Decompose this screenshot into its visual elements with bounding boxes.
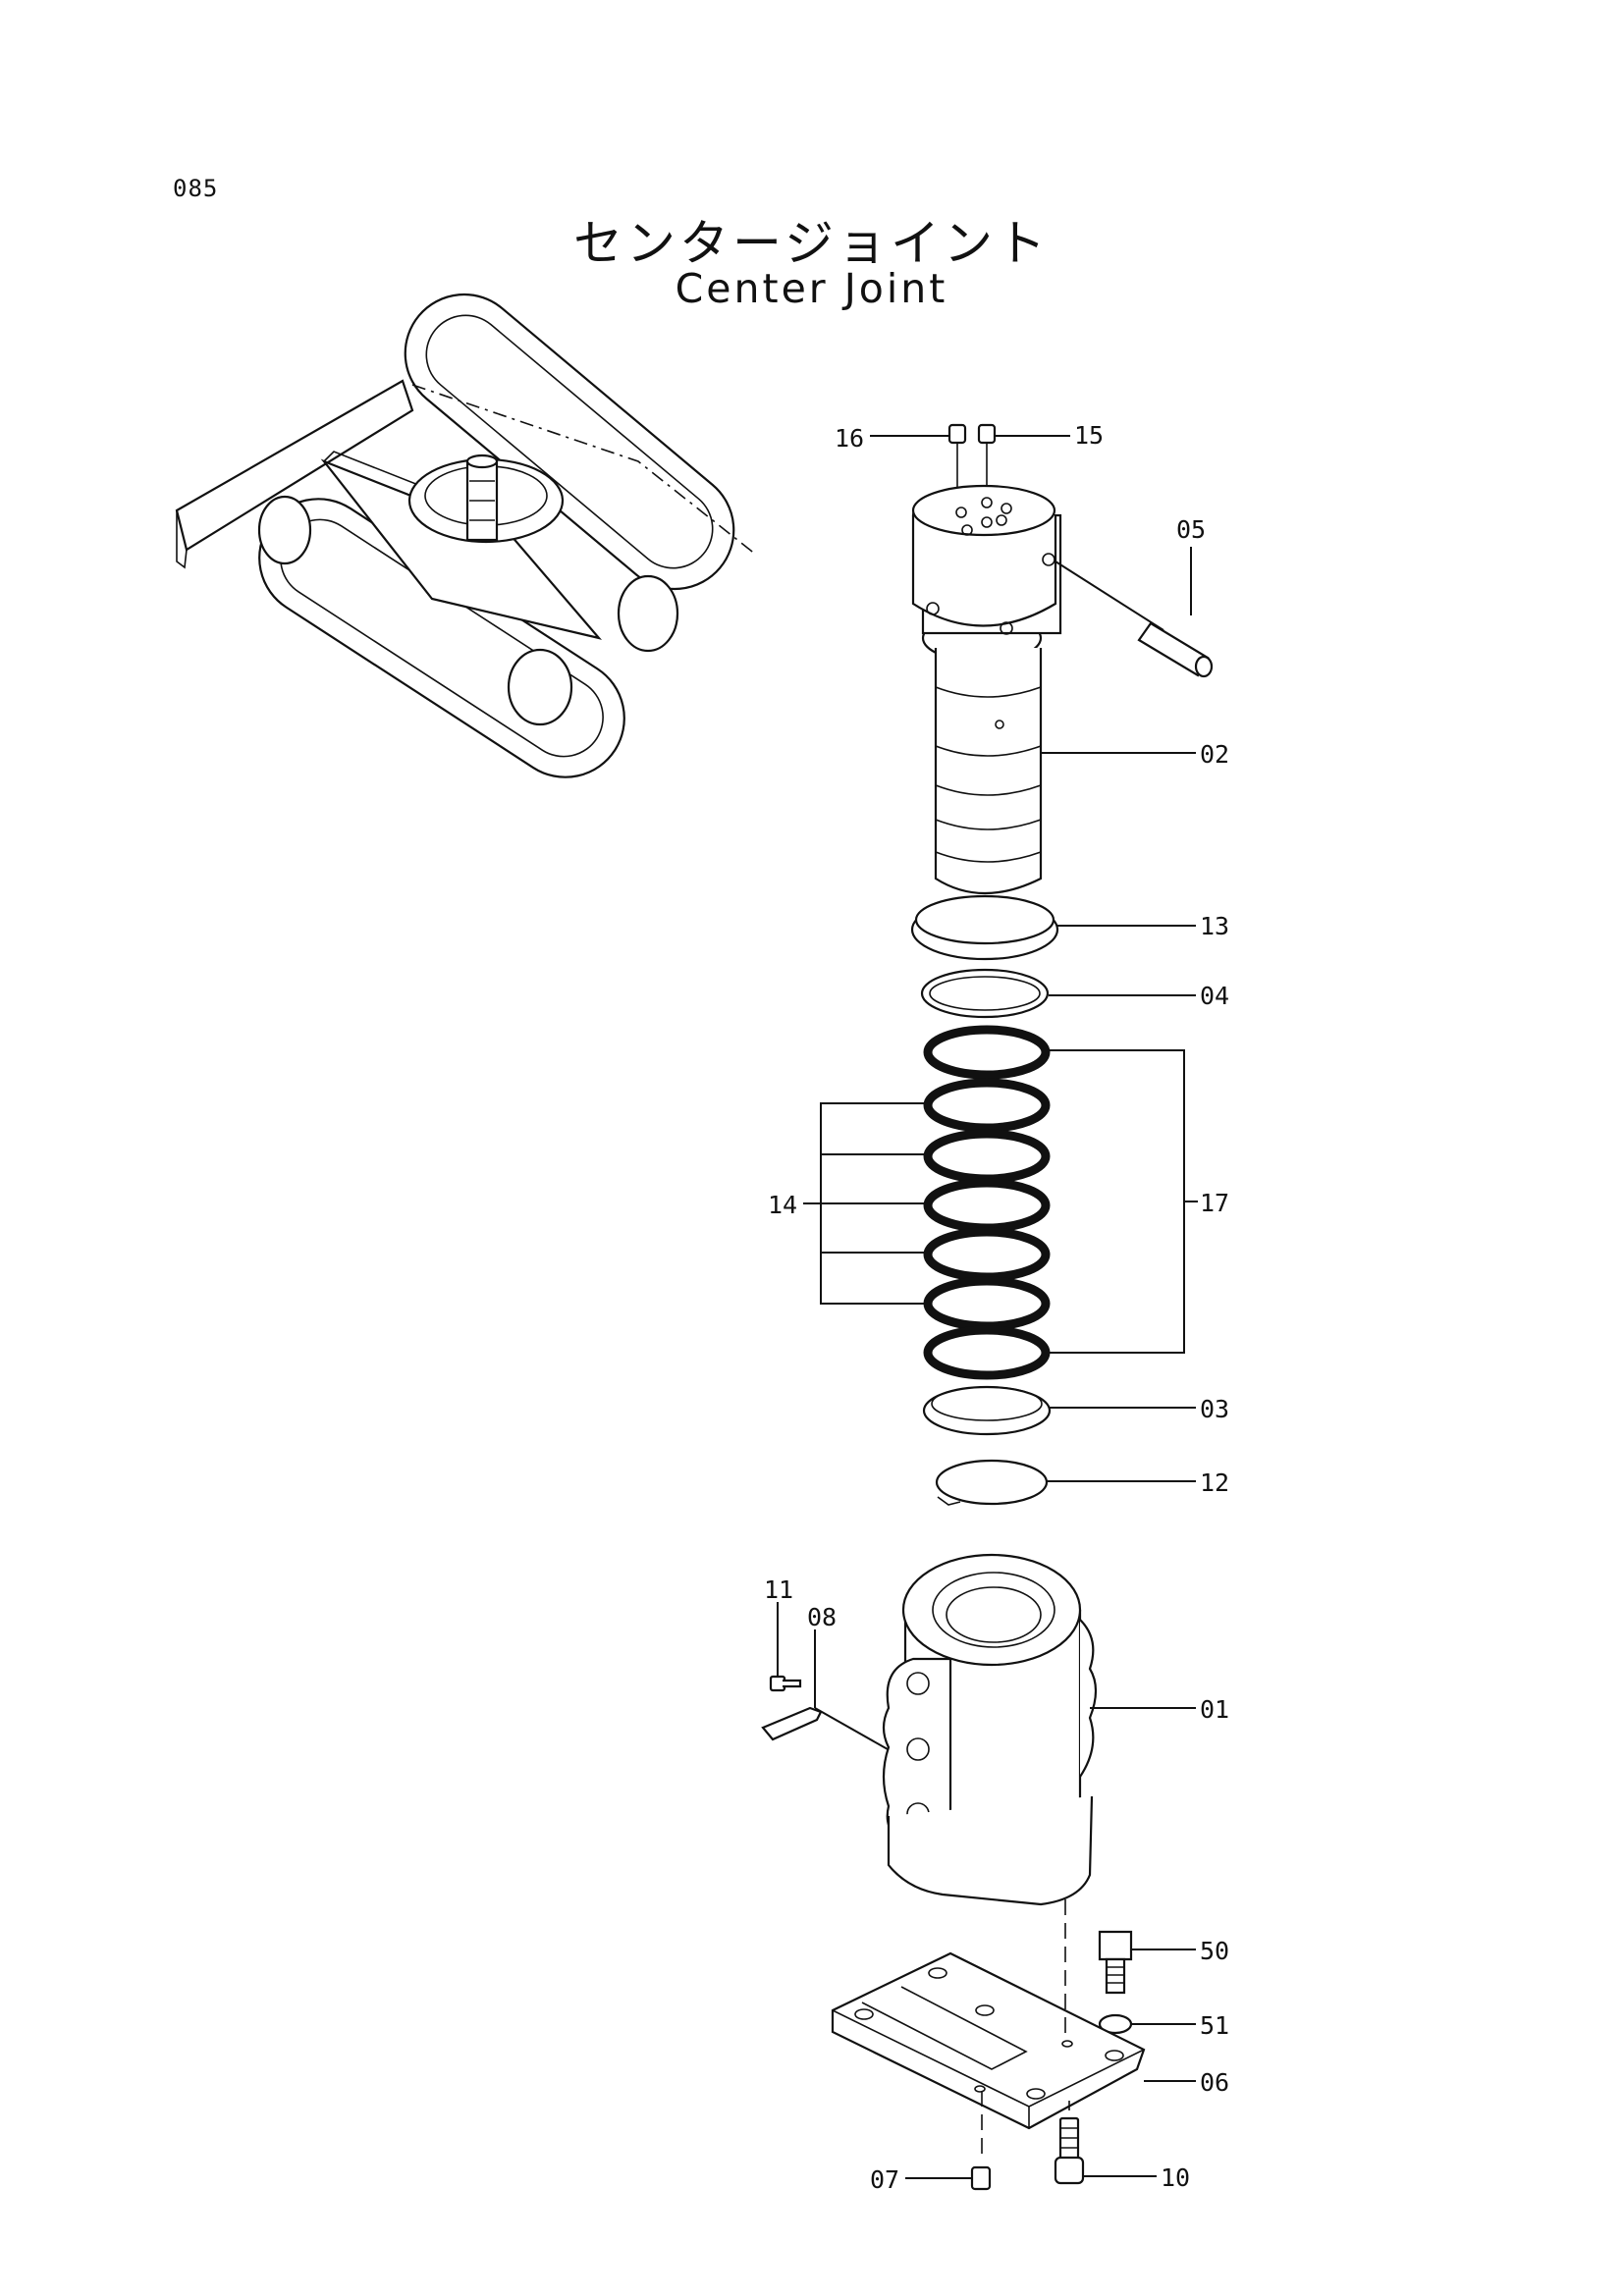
callout-14: 14	[768, 1191, 797, 1219]
callout-15: 15	[1074, 421, 1104, 450]
title-japanese: センタージョイント	[573, 215, 1050, 272]
callout-05: 05	[1176, 515, 1206, 544]
callout-04: 04	[1200, 982, 1229, 1010]
callout-labels: 16 15 05 02 13 04 14 17 03 12 11 08 01 5…	[764, 421, 1229, 2194]
callout-11: 11	[764, 1575, 793, 1604]
parts-exploded-view	[761, 423, 1214, 2191]
callout-50: 50	[1200, 1937, 1229, 1965]
callout-01: 01	[1200, 1695, 1229, 1724]
callout-07: 07	[870, 2165, 899, 2194]
callout-17: 17	[1200, 1189, 1229, 1217]
callout-12: 12	[1200, 1468, 1229, 1497]
callout-13: 13	[1200, 912, 1229, 940]
undercarriage-illustration	[175, 293, 757, 778]
page-number: 085	[173, 175, 219, 202]
callout-08: 08	[807, 1603, 837, 1631]
callout-10: 10	[1161, 2163, 1190, 2192]
callout-02: 02	[1200, 740, 1229, 769]
leader-lines	[777, 435, 1198, 2179]
callout-06: 06	[1200, 2068, 1229, 2097]
title-english: Center Joint	[675, 265, 948, 312]
callout-51: 51	[1200, 2011, 1229, 2040]
callout-16: 16	[835, 424, 864, 453]
callout-03: 03	[1200, 1395, 1229, 1423]
